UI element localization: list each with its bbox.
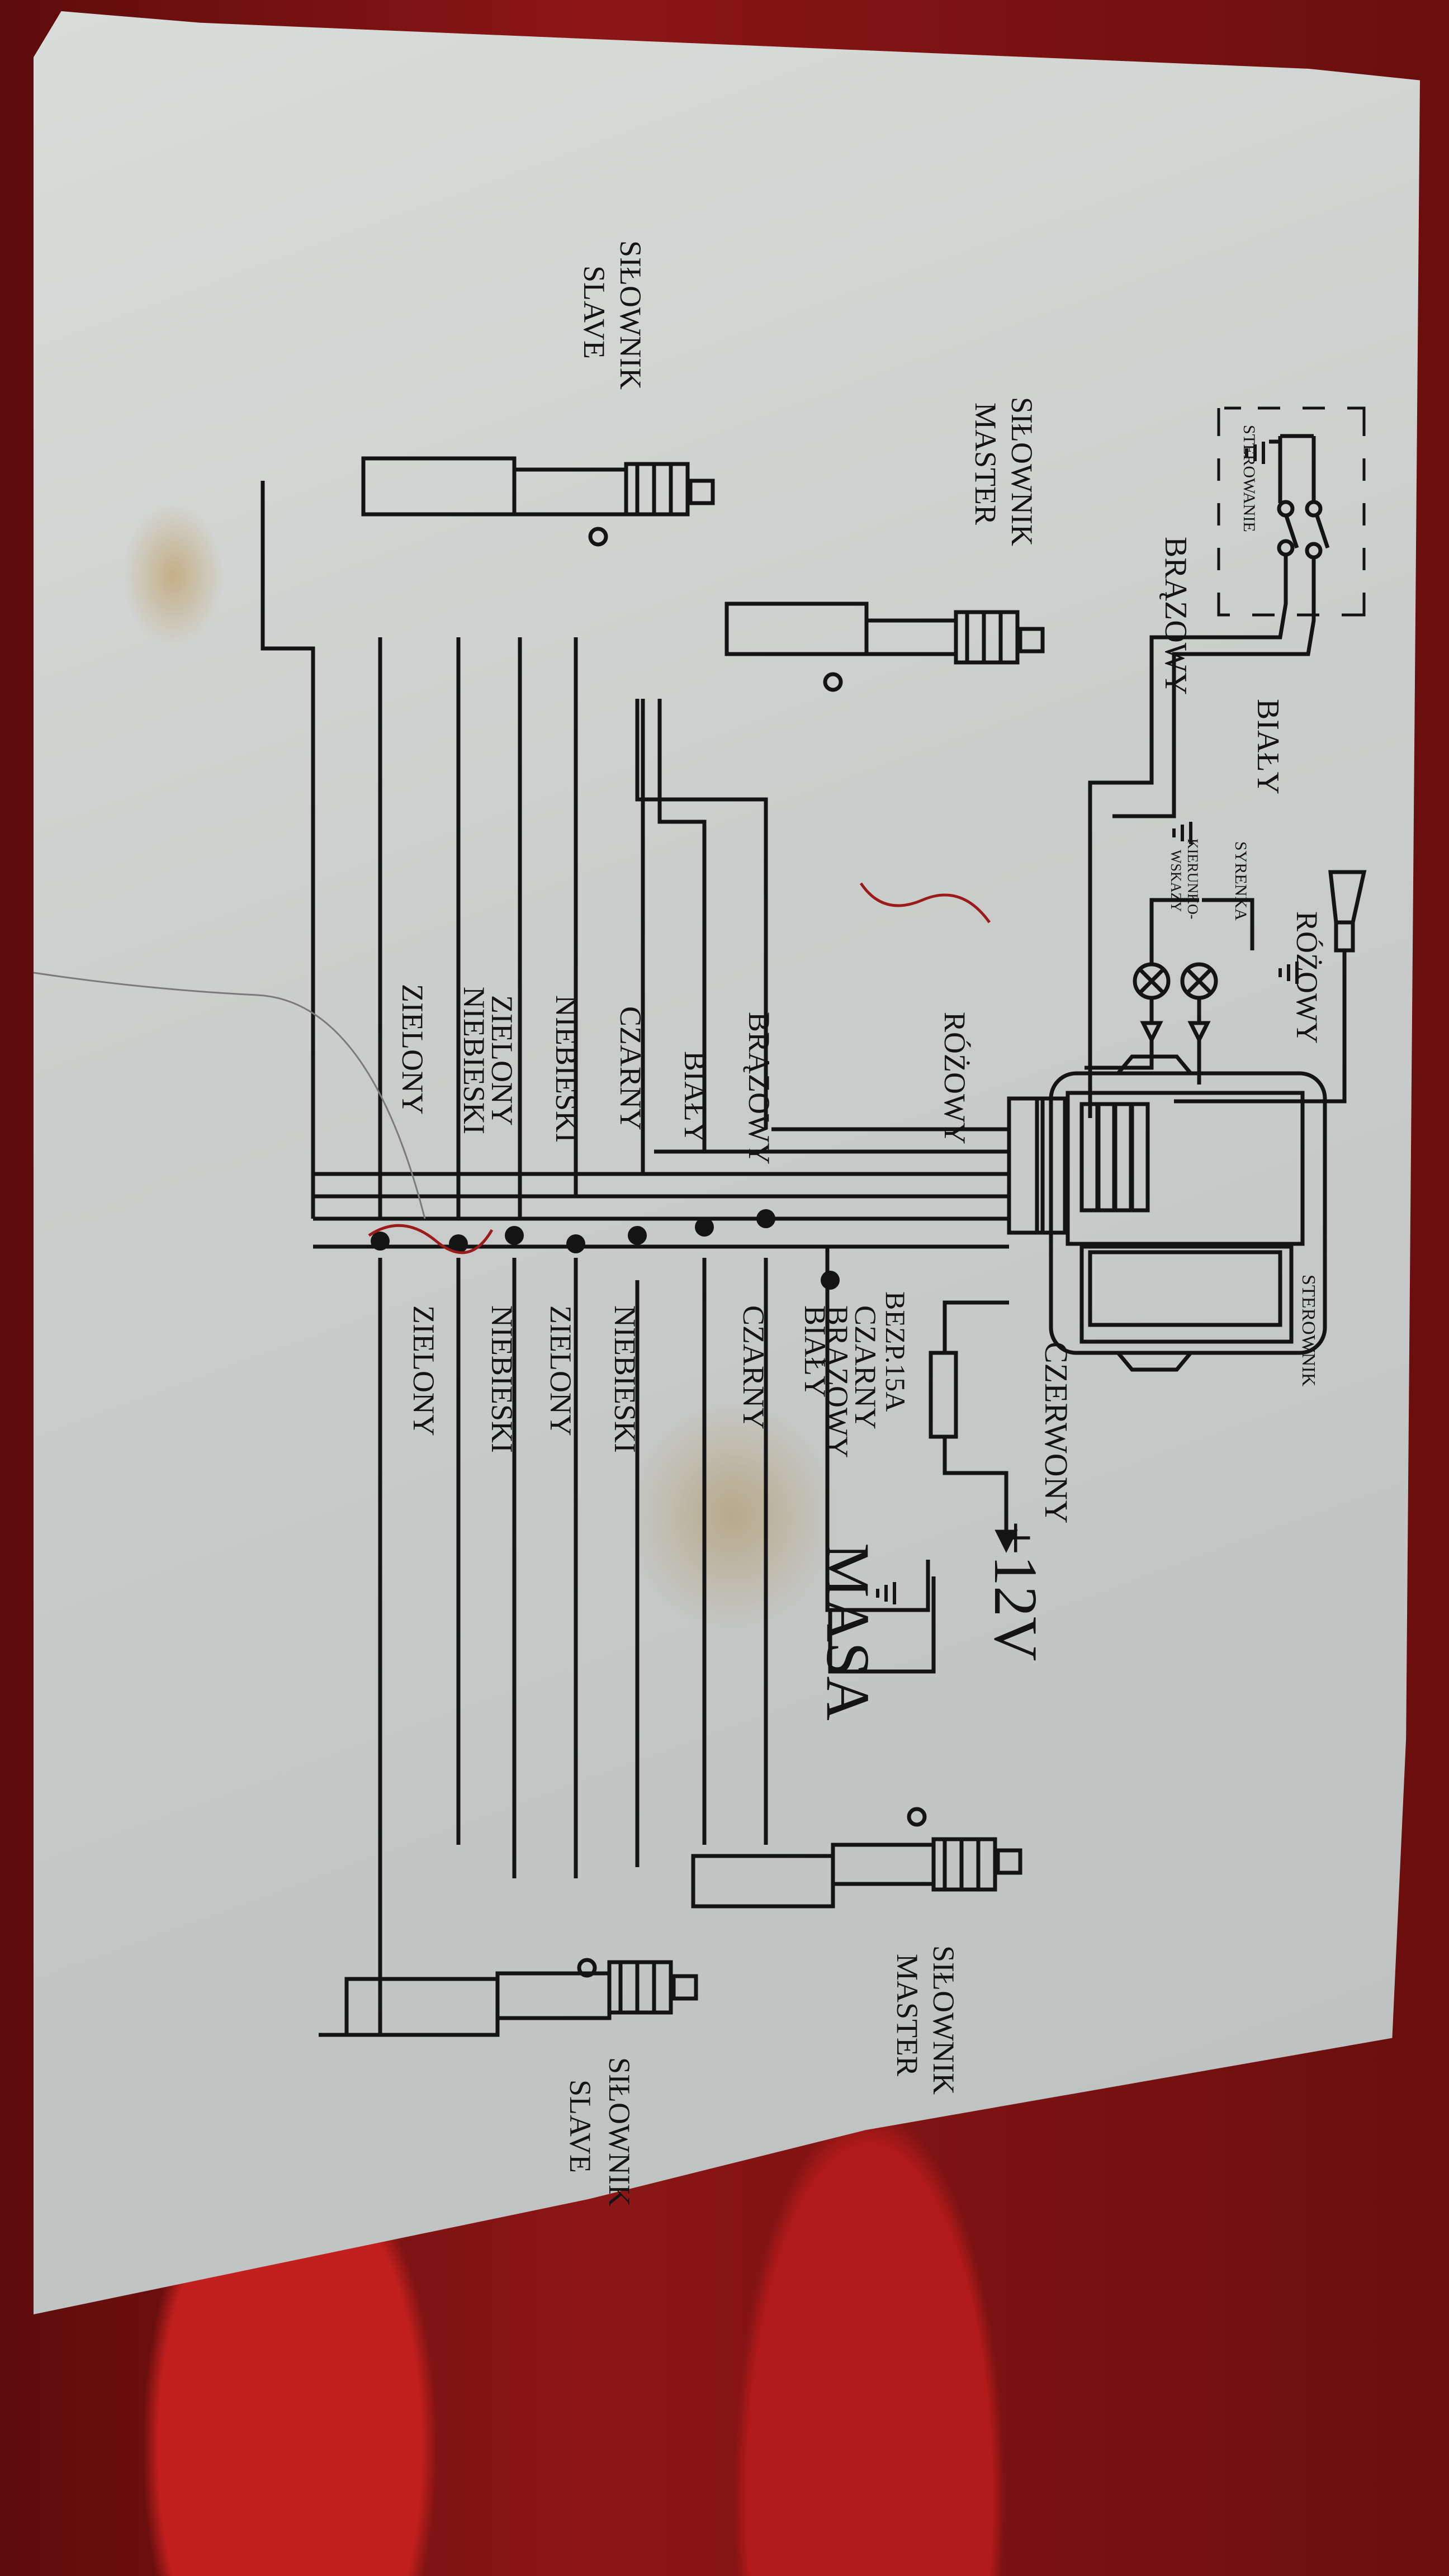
controller-label: STEROWNIK <box>1298 1275 1319 1387</box>
vent-slot <box>1130 1102 1150 1213</box>
actuator-bottom-master-sub: MASTER <box>891 1954 924 2076</box>
actuator-bottom-master <box>691 1807 1022 1909</box>
siren-label: SYRENKA <box>1232 841 1250 921</box>
actuator-top-master <box>724 602 1045 692</box>
indicators-label-2: WSKAZY <box>1168 850 1184 912</box>
control-switch <box>1088 406 1366 1118</box>
wire-label-right: ZIELONY <box>407 1305 441 1436</box>
vent-slot <box>1113 1102 1133 1213</box>
wire-label-left: BRĄZOWY <box>742 1012 776 1164</box>
wire-label-left: CZARNY <box>614 1006 647 1130</box>
fuse-label: BEZP.15A <box>880 1291 911 1412</box>
paper-tear <box>859 882 991 924</box>
indicator-lamps <box>1085 898 1254 1085</box>
junction-dot <box>371 1232 390 1251</box>
actuator-top-slave-sub: SLAVE <box>577 266 611 359</box>
actuator-top-master-sub: MASTER <box>969 402 1002 525</box>
actuator-bottom-slave-sub: SLAVE <box>564 2080 597 2173</box>
ground-label: MASA <box>814 1543 882 1721</box>
junction-dot <box>695 1218 714 1237</box>
ground-icon <box>876 442 1299 1604</box>
actuator-bottom-slave-label: SIŁOWNIK <box>603 2057 636 2206</box>
actuator-bottom-master-label: SIŁOWNIK <box>927 1945 960 2095</box>
controller-module <box>1007 1054 1327 1372</box>
junction-dot <box>505 1226 524 1245</box>
wire-label-right: NIEBIESKI <box>485 1305 519 1453</box>
paper-tear <box>368 1224 494 1254</box>
plus-12v-label: +12V <box>982 1521 1050 1661</box>
siren-icon <box>1174 870 1367 1104</box>
junction-dot <box>628 1226 647 1245</box>
indicators-label-1: KIERUNKO- <box>1185 839 1201 919</box>
actuator-bottom-slave <box>344 1958 698 2037</box>
paper-crease <box>33 972 426 1219</box>
junction-dot <box>449 1234 468 1253</box>
wire-label-right: CZARNY <box>737 1305 770 1429</box>
wire-label-right: BIAŁY <box>798 1305 832 1398</box>
actuator-top-slave <box>361 456 715 547</box>
vent-slot <box>1079 1102 1100 1213</box>
switch-wire-brown: BRĄZOWY <box>1158 537 1193 695</box>
control-switch-label: STEROWANIE <box>1240 425 1258 532</box>
junction-dot <box>566 1234 585 1253</box>
plus-wire-label: CZERWONY <box>1038 1342 1074 1523</box>
wire-label-right: CZARNY <box>849 1305 882 1429</box>
wire-label-left: NIEBIESKI <box>550 995 583 1143</box>
stain <box>626 1398 839 1632</box>
paper-sheet <box>34 11 1420 2314</box>
actuator-top-slave-label: SIŁOWNIK <box>614 240 647 390</box>
fuse-icon <box>929 1351 958 1439</box>
actuator-top-master-label: SIŁOWNIK <box>1005 397 1039 546</box>
pink-wire-label: RÓŻOWY <box>938 1012 972 1144</box>
wire-label-left: ZIELONY <box>396 984 429 1115</box>
wire-label-right: ZIELONY <box>544 1305 577 1436</box>
switch-wire-white: BIAŁY <box>1251 699 1285 794</box>
wire-label-right: BRĄZOWY <box>821 1305 854 1458</box>
wire-label-left: NIEBIESKI <box>457 987 491 1134</box>
junction-dot <box>821 1271 840 1290</box>
wire-label-right: NIEBIESKI <box>608 1305 642 1453</box>
wire-label-left: ZIELONY <box>485 995 519 1126</box>
junction-dot <box>756 1209 775 1228</box>
wire-label-left: BIAŁY <box>678 1051 712 1143</box>
vent-slot <box>1096 1102 1116 1213</box>
stain <box>123 503 224 648</box>
